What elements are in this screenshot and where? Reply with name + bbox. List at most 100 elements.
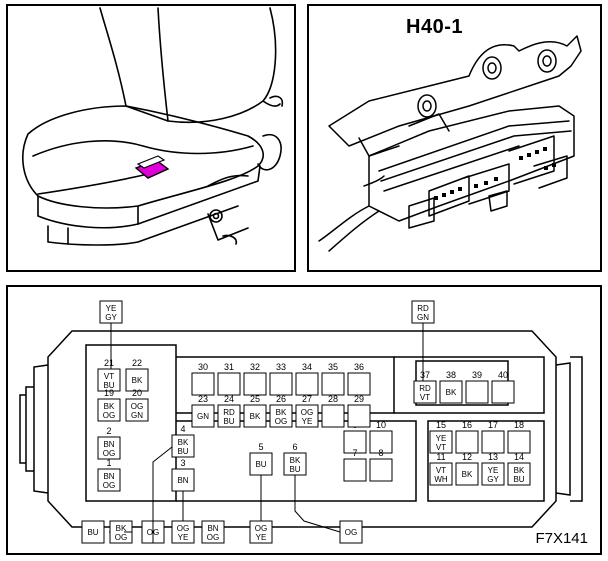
pin-7: 7 xyxy=(343,448,367,482)
pin-29: 29 xyxy=(347,394,371,428)
pin-13-number: 13 xyxy=(488,452,498,462)
pin-31: 31 xyxy=(217,362,241,396)
seat-heater-highlight xyxy=(134,155,170,179)
pinout-diagram: 21VTBU22BK19BKOG20OGGN2BNOG1BNOG4BKBU3BN… xyxy=(19,300,583,544)
pin-23-wire-color: GN xyxy=(197,412,209,421)
pin-3-number: 3 xyxy=(180,458,185,468)
pin-27-wire-color-1: OG xyxy=(301,408,313,417)
pin-27-number: 27 xyxy=(302,394,312,404)
pin-21-wire-color-1: VT xyxy=(104,372,114,381)
leader-line-7 xyxy=(294,475,341,533)
pin-13-wire-color-1: YE xyxy=(488,466,499,475)
callout-top-rdgn-wire-color-2: GN xyxy=(417,313,429,322)
pin-12-wire-color: BK xyxy=(462,470,473,479)
pin-31-box xyxy=(217,372,241,396)
callout-top-yegy-wire-color-2: GY xyxy=(105,313,117,322)
pin-15-number: 15 xyxy=(436,420,446,430)
pin-24-wire-color-1: RD xyxy=(223,408,235,417)
pin-1-number: 1 xyxy=(106,458,111,468)
pin-1-wire-color-2: OG xyxy=(103,481,115,490)
pin-4-number: 4 xyxy=(180,424,185,434)
seat-illustration xyxy=(22,7,284,246)
pin-8: 8 xyxy=(369,448,393,482)
pin-12-number: 12 xyxy=(462,452,472,462)
pin-13-box xyxy=(481,462,505,486)
pin-21-wire-color-2: BU xyxy=(103,381,114,390)
plug-4 xyxy=(533,155,568,189)
pin-32: 32 xyxy=(243,362,267,396)
callout-bot-ogye2-wire-color-2: YE xyxy=(256,533,267,542)
pin-37-wire-color-1: RD xyxy=(419,384,431,393)
pin-28-box xyxy=(321,404,345,428)
pin-11-wire-color-2: WH xyxy=(434,475,448,484)
pin-10: 10 xyxy=(369,420,393,454)
pin-23-number: 23 xyxy=(198,394,208,404)
pin-14-wire-color-2: BU xyxy=(513,475,524,484)
pin-38-number: 38 xyxy=(446,370,456,380)
pin-17: 17 xyxy=(481,420,505,454)
pin-22-box xyxy=(125,368,149,392)
pin-2-number: 2 xyxy=(106,426,111,436)
pin-4-box xyxy=(171,434,195,458)
pin-19-wire-color-2: OG xyxy=(103,411,115,420)
pin-24-number: 24 xyxy=(224,394,234,404)
callout-bot-bnog-wire-color-2: OG xyxy=(207,533,219,542)
pin-12-box xyxy=(455,462,479,486)
pin-31-number: 31 xyxy=(224,362,234,372)
seat-view-panel xyxy=(6,4,296,272)
pin-9-box xyxy=(343,430,367,454)
pin-21-number: 21 xyxy=(104,358,114,368)
pin-5-wire-color: BU xyxy=(255,460,266,469)
pin-33: 33 xyxy=(269,362,293,396)
pin-26-box xyxy=(269,404,293,428)
pin-15-wire-color-2: VT xyxy=(436,443,446,452)
pin-14-number: 14 xyxy=(514,452,524,462)
pin-32-box xyxy=(243,372,267,396)
pin-17-box xyxy=(481,430,505,454)
pin-15-wire-color-1: YE xyxy=(436,434,447,443)
callout-bot-ogye1-wire-color-1: OG xyxy=(177,524,189,533)
pin-2-wire-color-1: BN xyxy=(103,440,114,449)
pin-40: 40 xyxy=(491,370,515,404)
pin-13-wire-color-2: GY xyxy=(487,475,499,484)
mounting-bracket xyxy=(328,35,582,147)
pin-11-box xyxy=(429,462,453,486)
callout-bot-og2-wire-color: OG xyxy=(345,528,357,537)
seat-backrest-outline xyxy=(99,7,277,124)
pin-39-number: 39 xyxy=(472,370,482,380)
pin-20-number: 20 xyxy=(132,388,142,398)
callout-bot-bu-wire-color: BU xyxy=(87,528,98,537)
pin-19-number: 19 xyxy=(104,388,114,398)
pin-6-wire-color-1: BK xyxy=(290,456,301,465)
pin-6-wire-color-2: BU xyxy=(289,465,300,474)
seat-cushion-outline xyxy=(22,105,264,209)
callout-top-rdgn-wire-color-1: RD xyxy=(417,304,429,313)
pin-34-number: 34 xyxy=(302,362,312,372)
pin-25-wire-color: BK xyxy=(250,412,261,421)
pin-23-box xyxy=(191,404,215,428)
pin-35-number: 35 xyxy=(328,362,338,372)
pin-29-number: 29 xyxy=(354,394,364,404)
connector-title: H40-1 xyxy=(406,16,463,38)
pin-39-box xyxy=(465,380,489,404)
pin-19-box xyxy=(97,398,121,422)
pin-16: 16 xyxy=(455,420,479,454)
pin-21-box xyxy=(97,368,121,392)
pin-25-box xyxy=(243,404,267,428)
leader-line-4 xyxy=(152,446,173,543)
pin-36: 36 xyxy=(347,362,371,396)
pin-5-number: 5 xyxy=(258,442,263,452)
pin-34-box xyxy=(295,372,319,396)
